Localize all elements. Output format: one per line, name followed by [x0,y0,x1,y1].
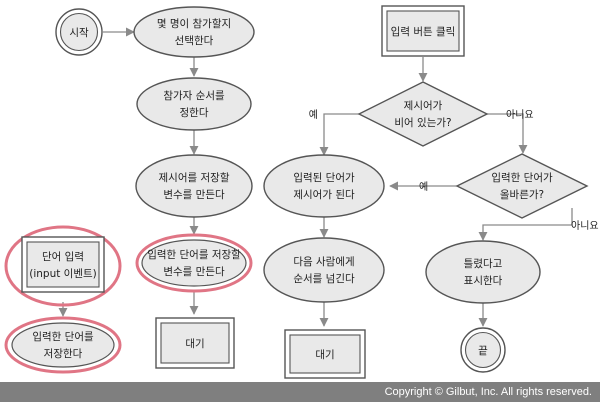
input-word-var-line2: 변수를 만든다 [163,266,225,278]
set-order-node: 참가자 순서를 정한다 [136,77,252,131]
edge-label-correct-no: 아니요 [571,220,599,232]
is-word-empty-node: 제시어가 비어 있는가? [357,81,489,147]
start-label: 시작 [69,27,89,39]
word-input-line2: (input 이벤트) [29,268,97,280]
word-input-line1: 단어 입력 [42,250,84,263]
end-label: 끝 [478,345,488,357]
set-order-line2: 정한다 [180,107,209,119]
flowchart: 예 아니요 예 아니요 시작 몇 명이 참가할지 선택한다 참가자 순서를 정한… [4,5,599,379]
wait-left-label: 대기 [185,338,204,350]
pass-next-line2: 순서를 넘긴다 [293,273,355,285]
input-word-var-line1: 입력한 단어를 저장할 [147,248,241,261]
wait-left-node: 대기 [155,317,235,369]
show-wrong-line2: 표시한다 [464,275,503,287]
store-word-var-line1: 제시어를 저장할 [159,172,230,184]
edge-correct-no [478,208,573,241]
select-count-line2: 선택한다 [175,35,214,47]
becomes-word-node: 입력된 단어가 제시어가 된다 [263,154,385,218]
select-count-line1: 몇 명이 참가할지 [157,18,231,30]
becomes-word-line1: 입력된 단어가 [293,171,355,184]
is-word-empty-line1: 제시어가 [404,100,443,112]
click-button-node: 입력 버튼 클릭 [381,5,465,57]
edge-empty-no [487,113,528,154]
show-wrong-line1: 틀렸다고 [464,257,503,270]
edge-empty-yes [319,113,359,156]
copyright-footer: Copyright © Gilbut, Inc. All rights rese… [0,382,600,402]
is-word-empty-line2: 비어 있는가? [394,117,451,129]
becomes-word-line2: 제시어가 된다 [293,189,355,201]
store-input-line1: 입력한 단어를 [32,330,94,343]
is-correct-line1: 입력한 단어가 [491,171,553,184]
show-wrong-node: 틀렸다고 표시한다 [425,240,541,304]
pass-next-line1: 다음 사람에게 [293,255,354,268]
start-node: 시작 [55,8,103,56]
end-node: 끝 [460,327,506,373]
store-input-line2: 저장한다 [44,348,83,360]
input-word-var-node: 입력한 단어를 저장할 변수를 만든다 [135,233,253,293]
store-word-var-node: 제시어를 저장할 변수를 만든다 [135,154,253,218]
select-count-node: 몇 명이 참가할지 선택한다 [133,6,255,58]
wait-right-node: 대기 [284,329,366,379]
store-input-node: 입력한 단어를 저장한다 [4,316,122,374]
edge-label-empty-no: 아니요 [506,109,534,121]
is-correct-node: 입력한 단어가 올바른가? [455,153,589,219]
edge-label-empty-yes: 예 [309,109,318,121]
wait-right-label: 대기 [315,349,334,361]
store-word-var-line2: 변수를 만든다 [163,189,225,201]
click-button-label: 입력 버튼 클릭 [391,25,456,38]
word-input-node: 단어 입력 (input 이벤트) [4,225,122,307]
set-order-line1: 참가자 순서를 [163,90,225,102]
pass-next-node: 다음 사람에게 순서를 넘긴다 [263,237,385,303]
edge-label-correct-yes: 예 [419,181,428,193]
is-correct-line2: 올바른가? [500,189,544,201]
